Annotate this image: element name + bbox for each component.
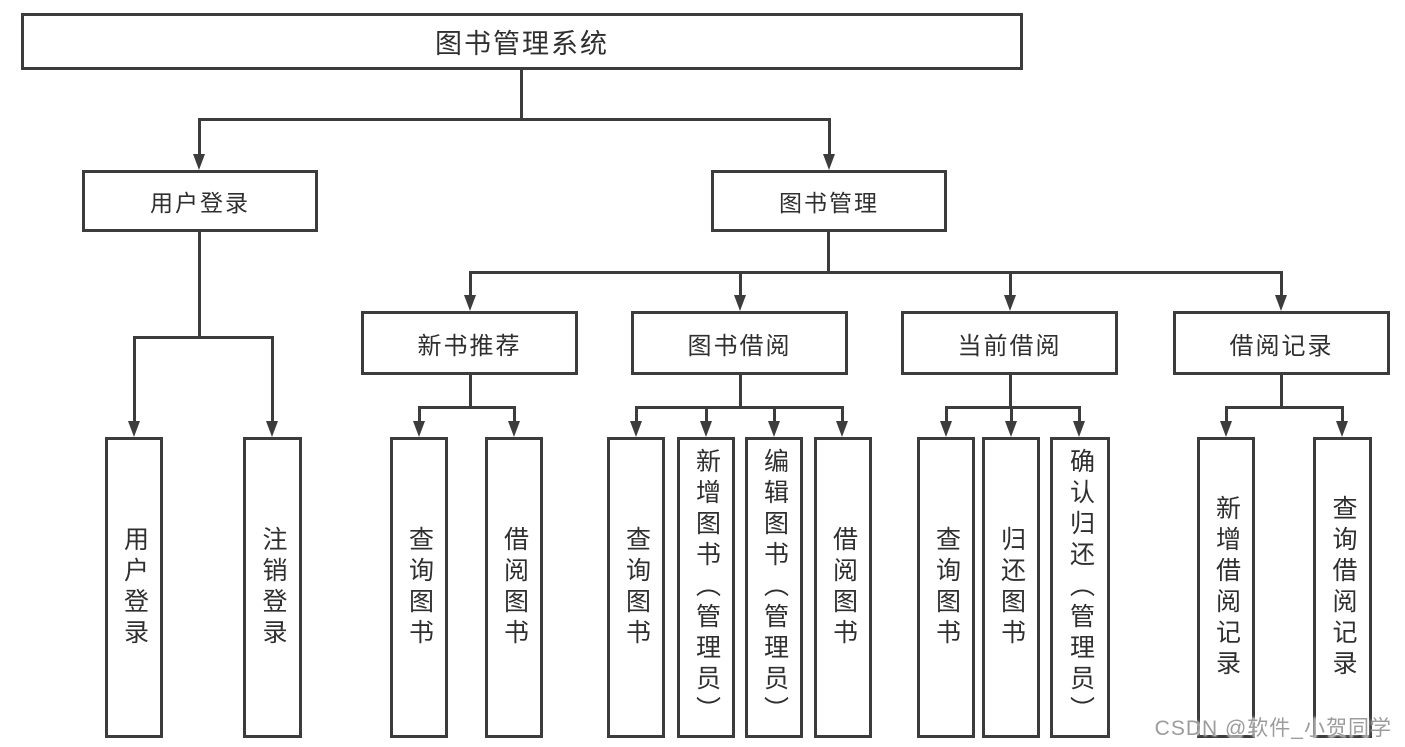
csdn-watermark: CSDN @软件_小贺同学: [1154, 717, 1392, 740]
arrowhead-down: [1336, 421, 1348, 437]
leaf-borrow-books-recommend: 借阅图书: [485, 437, 543, 738]
connector-vline-new-book: [469, 375, 472, 406]
leaf-query-books-current: 查询图书: [917, 437, 975, 738]
arrowhead-down: [128, 421, 140, 437]
arrowhead-down: [1004, 295, 1016, 311]
node-root-library-system: 图书管理系统: [21, 13, 1023, 70]
arrowhead-down: [630, 421, 642, 437]
connector-hline-user-login: [133, 336, 273, 339]
arrowhead-down: [464, 295, 476, 311]
connector-stem-book-management: [828, 118, 831, 154]
leaf-add-books-admin: 新增图书（管理员）: [677, 437, 735, 738]
arrowhead-down: [1005, 421, 1017, 437]
connector-stem: [1341, 406, 1344, 421]
connector-stem: [1225, 406, 1228, 421]
arrowhead-down: [768, 421, 780, 437]
arrowhead-down: [940, 421, 952, 437]
connector-stem: [635, 406, 638, 421]
connector-vline-root: [520, 69, 523, 118]
arrowhead-down: [1220, 421, 1232, 437]
connector-stem: [513, 406, 516, 421]
node-book-borrowing: 图书借阅: [631, 311, 848, 375]
arrowhead-down: [700, 421, 712, 437]
connector-stem: [705, 406, 708, 421]
leaf-confirm-return-admin: 确认归还（管理员）: [1050, 437, 1110, 738]
connector-vline-borrowing-records: [1280, 375, 1283, 406]
connector-vline-book-management: [827, 232, 830, 271]
connector-stem-leaf-logout: [271, 336, 274, 421]
connector-hline-current-borrowing: [945, 406, 1081, 409]
connector-stem-current-borrowing: [1009, 271, 1012, 295]
connector-hline-root: [198, 118, 831, 121]
arrowhead-down: [413, 421, 425, 437]
connector-stem-borrowing-records: [1280, 271, 1283, 295]
connector-stem: [773, 406, 776, 421]
leaf-query-books-borrowing: 查询图书: [607, 437, 665, 738]
leaf-return-books: 归还图书: [982, 437, 1040, 738]
connector-stem-leaf-login: [133, 336, 136, 421]
connector-stem: [418, 406, 421, 421]
leaf-user-login: 用户登录: [105, 437, 163, 738]
connector-stem-book-borrowing: [739, 271, 742, 295]
node-user-login: 用户登录: [82, 170, 318, 232]
connector-stem: [841, 406, 844, 421]
leaf-query-borrow-record: 查询借阅记录: [1313, 437, 1372, 738]
connector-hline-new-book: [418, 406, 515, 409]
arrowhead-down: [508, 421, 520, 437]
leaf-add-borrow-record: 新增借阅记录: [1197, 437, 1255, 738]
arrowhead-down: [836, 421, 848, 437]
arrowhead-down: [266, 421, 278, 437]
connector-hline-borrowing-records: [1225, 406, 1343, 409]
connector-hline-book-borrowing: [635, 406, 844, 409]
connector-stem: [1078, 406, 1081, 421]
connector-vline-book-borrowing: [739, 375, 742, 406]
arrowhead-down: [1073, 421, 1085, 437]
arrowhead-down: [734, 295, 746, 311]
arrowhead-down: [823, 154, 835, 170]
connector-stem: [945, 406, 948, 421]
arrowhead-down: [1275, 295, 1287, 311]
connector-stem: [1010, 406, 1013, 421]
connector-hline-level3: [469, 271, 1283, 274]
leaf-borrow-books: 借阅图书: [814, 437, 872, 738]
node-borrowing-records: 借阅记录: [1173, 311, 1390, 375]
arrowhead-down: [193, 154, 205, 170]
leaf-edit-books-admin: 编辑图书（管理员）: [745, 437, 803, 738]
connector-vline-user-login: [198, 232, 201, 336]
leaf-query-books-recommend: 查询图书: [390, 437, 448, 738]
connector-vline-current-borrowing: [1009, 375, 1012, 406]
leaf-logout: 注销登录: [243, 437, 302, 738]
node-book-management: 图书管理: [711, 170, 947, 232]
connector-stem-user-login: [198, 118, 201, 154]
connector-stem-new-book: [469, 271, 472, 295]
node-current-borrowing: 当前借阅: [901, 311, 1118, 375]
node-new-book-recommendation: 新书推荐: [361, 311, 578, 375]
